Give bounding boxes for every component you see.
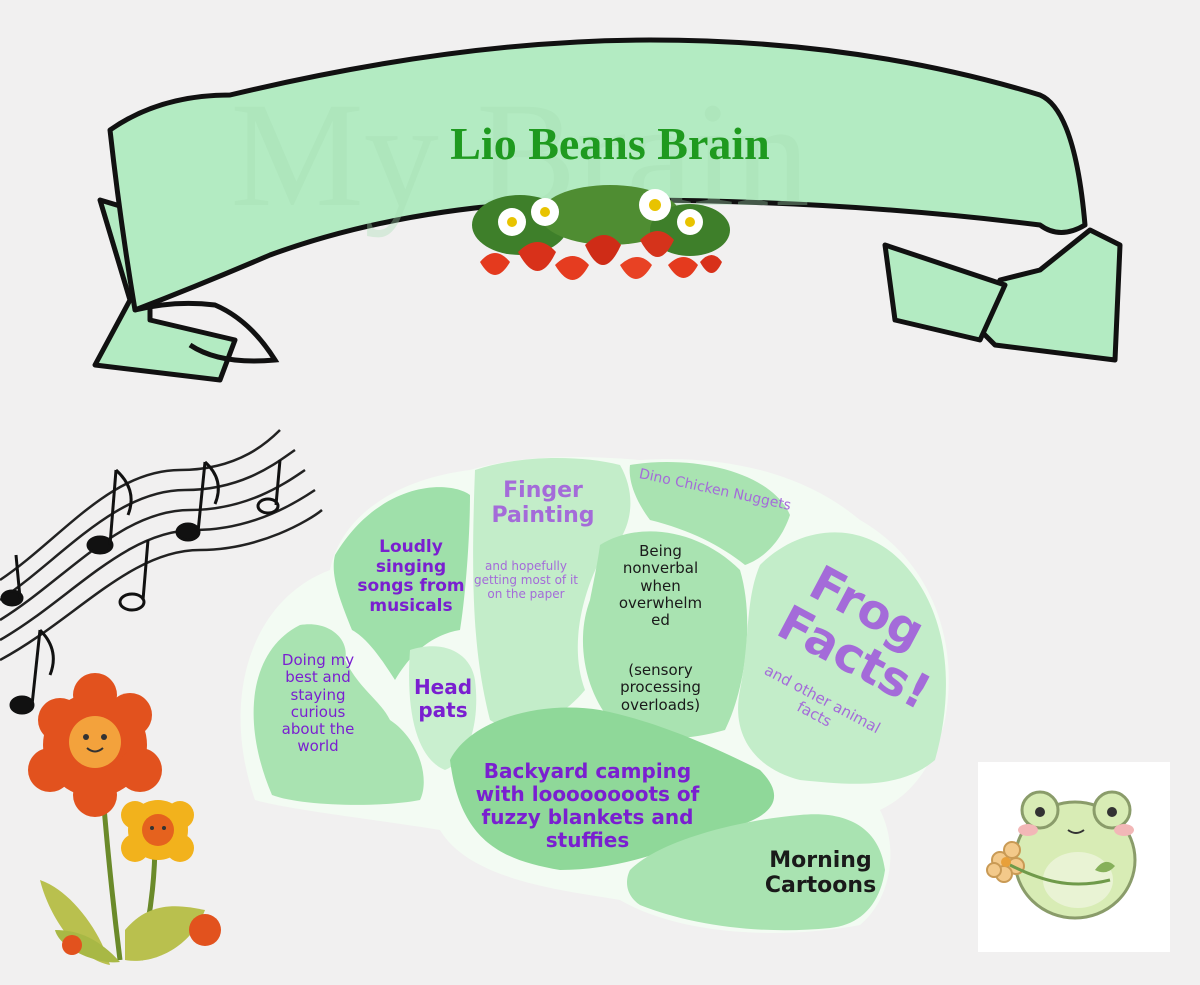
region-camping: [450, 707, 775, 870]
region-doing-label: Doing my best and staying curious about …: [281, 651, 355, 756]
region-finger: [473, 458, 631, 729]
region-doing: [253, 624, 424, 805]
banner-title: Lio Beans Brain: [450, 118, 770, 169]
region-nonverbal: [582, 531, 748, 739]
strawberry-icon: [472, 185, 730, 280]
region-camping-label: Backyard camping with loooooooots of fuz…: [475, 759, 700, 852]
region-head: [409, 646, 477, 770]
region-dino: [629, 462, 790, 565]
region-frog: [738, 532, 946, 784]
flower-icon: [28, 673, 221, 965]
region-cartoons-label: Morning Cartoons: [764, 848, 877, 899]
music-notes-icon: [0, 429, 323, 715]
region-finger-title: Finger Painting: [491, 478, 595, 529]
region-loudly: [333, 487, 470, 680]
region-finger-sub: and hopefully getting most of it on the …: [473, 559, 578, 601]
region-loudly-label: Loudly singing songs from musicals: [357, 537, 465, 616]
region-cartoons: [627, 814, 885, 931]
region-head-label: Head pats: [413, 675, 473, 722]
region-sensory-label: (sensory processing overloads): [620, 661, 701, 714]
region-nonverbal-label: Being nonverbal when overwhelm ed: [618, 542, 703, 629]
